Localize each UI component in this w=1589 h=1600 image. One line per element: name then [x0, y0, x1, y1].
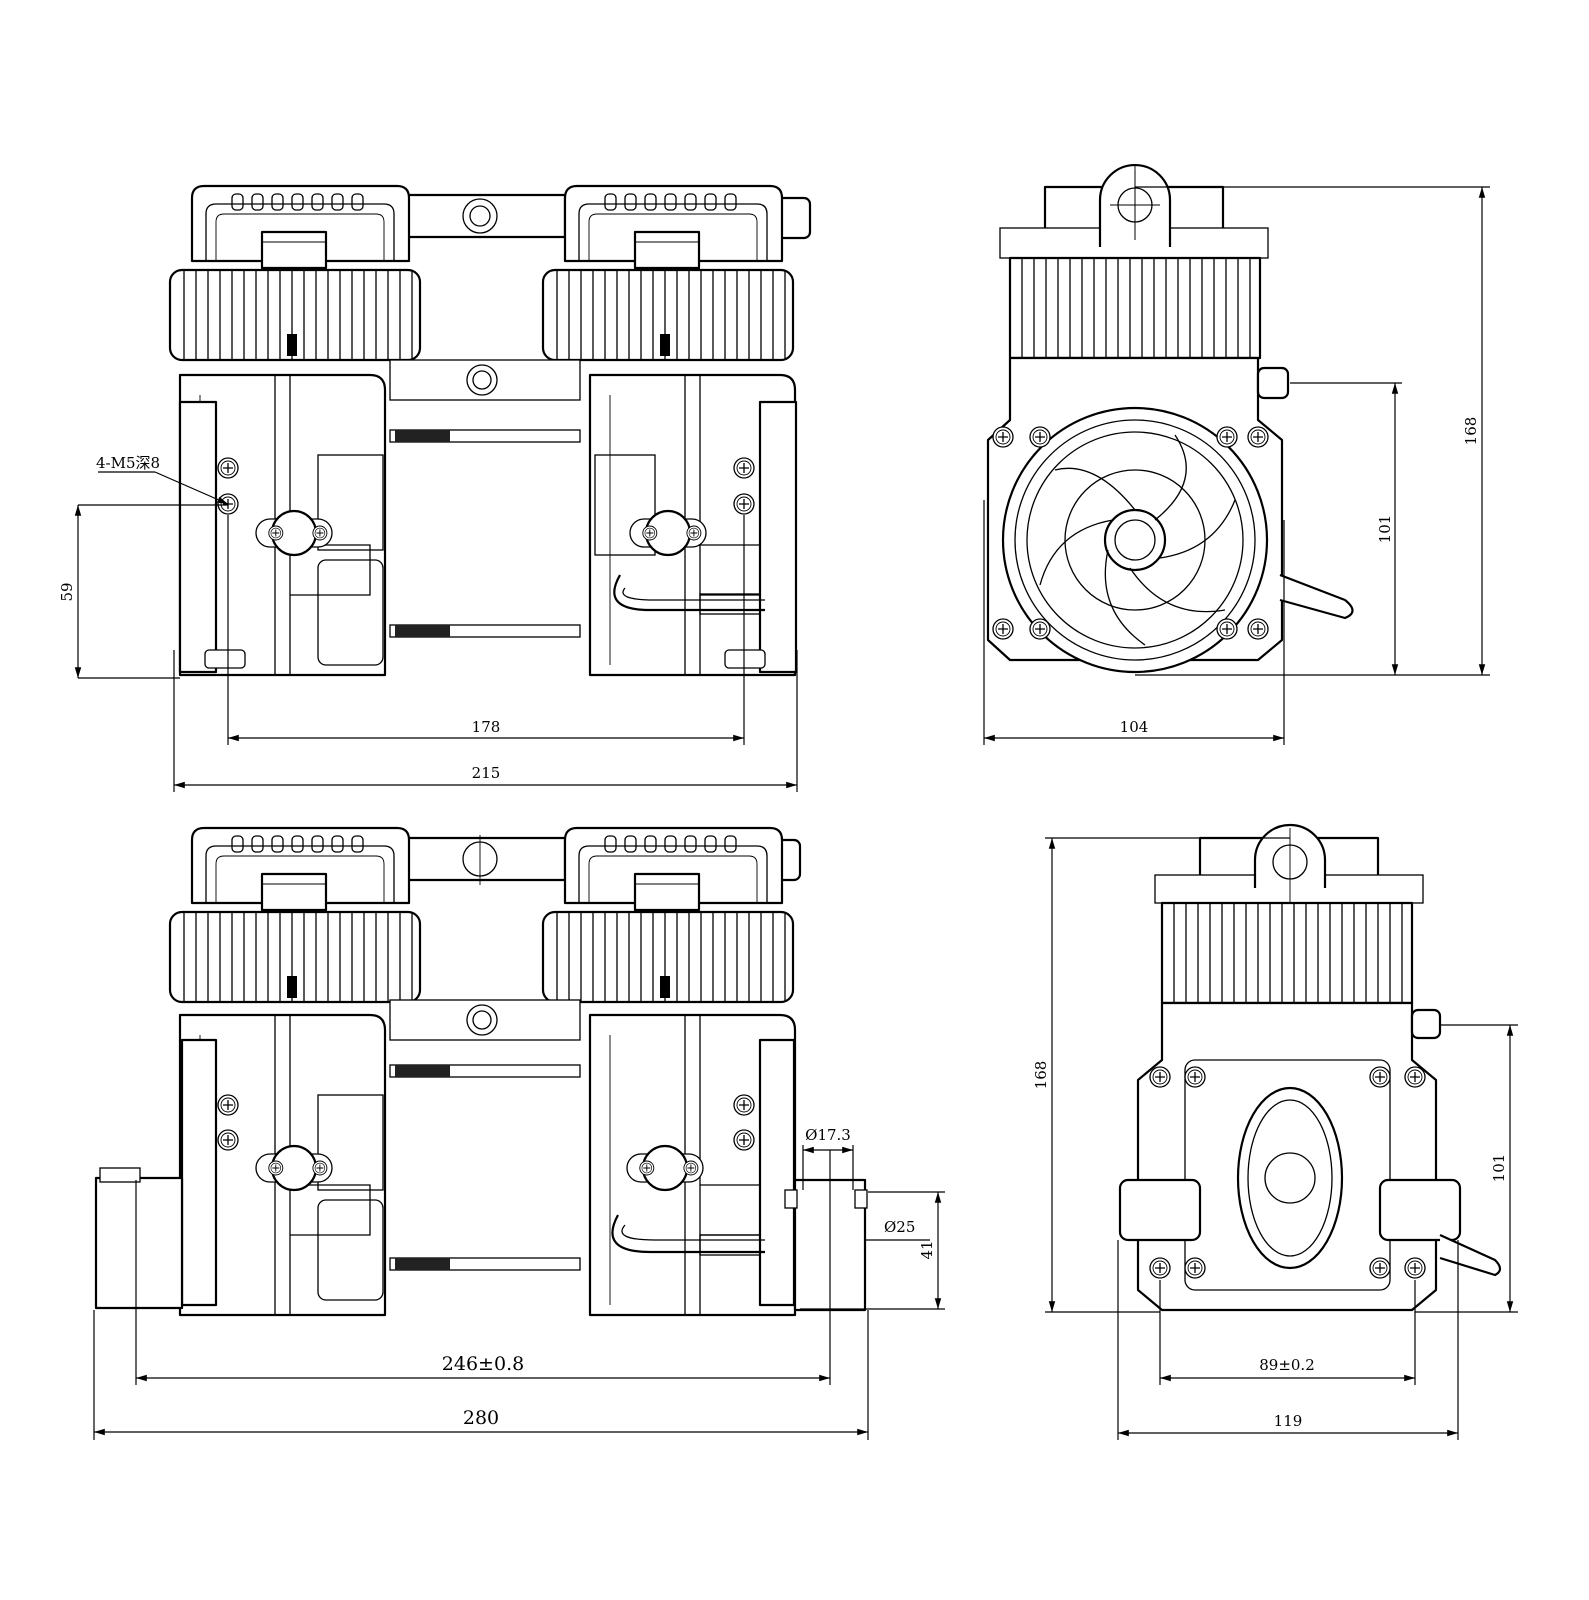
side-view-bottom — [1118, 823, 1502, 1312]
dim-front-bottom: Ø17.3 Ø25 41 246±0.8 280 — [93, 1126, 945, 1440]
dim-41: 41 — [918, 1240, 936, 1259]
dim-port-inner: Ø25 — [884, 1218, 915, 1236]
dim-side-top: 104 101 168 — [983, 165, 1490, 745]
dim-side-bottom: 168 101 89±0.2 119 — [1032, 837, 1518, 1440]
dim-168-bottom: 168 — [1032, 1061, 1050, 1090]
dim-168-top: 168 — [1462, 417, 1480, 446]
dim-178: 178 — [472, 718, 501, 736]
dim-280: 280 — [463, 1407, 499, 1429]
dim-port-diameter: Ø17.3 — [805, 1126, 851, 1144]
dim-101-bottom: 101 — [1490, 1154, 1508, 1183]
dim-59: 59 — [58, 582, 76, 601]
side-view-top — [986, 163, 1354, 674]
dim-foot-spacing: 89±0.2 — [1259, 1356, 1315, 1374]
front-view-top — [168, 184, 812, 677]
dim-base-span: 246±0.8 — [442, 1353, 524, 1375]
mounting-hole-callout: 4-M5深8 — [96, 454, 160, 472]
dim-101: 101 — [1376, 515, 1394, 544]
dim-104: 104 — [1120, 718, 1149, 736]
dim-front-top: 59 4-M5深8 178 215 — [58, 454, 798, 792]
front-view-bottom — [94, 826, 868, 1317]
dim-119: 119 — [1274, 1412, 1303, 1430]
dim-215: 215 — [472, 764, 501, 782]
